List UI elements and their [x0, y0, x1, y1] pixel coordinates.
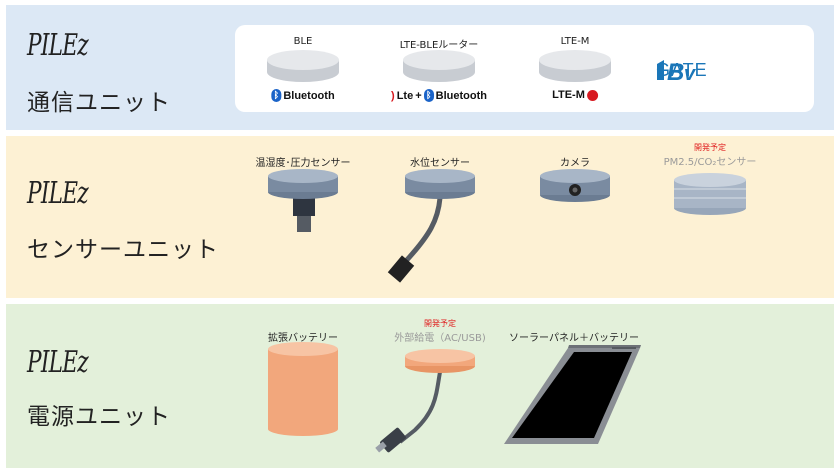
bluetooth-badge-text: Bluetooth: [283, 89, 335, 102]
ble-device-image: [267, 50, 339, 82]
pm25-co2-sensor-image: [674, 173, 746, 215]
sensor-unit-band: [6, 136, 834, 298]
power-unit-title: 電源ユニット: [27, 404, 171, 430]
lte-bluetooth-badge: ) Lte + ᛒ Bluetooth: [391, 89, 487, 102]
pm25-dev-tag: 開発予定: [694, 143, 726, 152]
camera-image: [540, 169, 610, 202]
lte-ble-router-image: [403, 50, 475, 82]
temp-humidity-pressure-sensor-image: [268, 169, 338, 232]
lte-m-logo-icon: [586, 89, 598, 101]
water-level-sensor-image: [387, 169, 475, 283]
pilez-logo-comm: PILEz: [27, 28, 89, 63]
lte-m-label: LTE-M: [560, 36, 590, 47]
extended-battery-image: [268, 342, 338, 436]
external-power-label: 外部給電（AC/USB): [394, 333, 486, 344]
lte-m-device-image: [539, 50, 611, 82]
pilez-logo-power: PILEz: [27, 345, 89, 380]
bluetooth-icon: ᛒ: [271, 89, 282, 102]
plus-sign: +: [415, 89, 422, 102]
bluetooth-badge-text: Bluetooth: [435, 89, 487, 102]
external-power-dev-tag: 開発予定: [424, 319, 456, 328]
lte-badge-text: Lte: [396, 89, 414, 102]
lte-ble-router-label: LTE-BLEルーター: [399, 40, 479, 51]
pilez-logo-sensor: PILEz: [27, 176, 89, 211]
power-unit-band: [6, 304, 834, 468]
svg-text:v: v: [684, 63, 697, 85]
extended-battery-label: 拡張バッテリー: [268, 333, 338, 344]
sensor-unit-title: センサーユニット: [27, 237, 219, 263]
water-level-sensor-label: 水位センサー: [410, 158, 470, 169]
solar-panel-image: [504, 345, 641, 444]
bluetooth-badge: ᛒ Bluetooth: [271, 89, 335, 102]
solar-panel-label: ソーラーパネル＋バッテリー: [509, 333, 639, 344]
temp-sensor-label: 温湿度･圧力センサー: [255, 158, 351, 169]
external-power-image: [375, 349, 475, 453]
lte-logo-icon: ): [391, 89, 395, 102]
ble-label: BLE: [293, 36, 313, 47]
bv-gate-logo-mark: B v: [657, 59, 697, 86]
lte-m-badge: LTE-M: [552, 89, 598, 101]
lte-m-badge-text: LTE-M: [552, 89, 585, 101]
bv-gate-brand-text: GATE: [656, 60, 708, 80]
comm-unit-title: 通信ユニット: [27, 90, 171, 116]
bluetooth-icon: ᛒ: [423, 89, 434, 102]
svg-text:B: B: [667, 59, 684, 86]
pm25-co2-sensor-label: PM2.5/CO₂センサー: [663, 157, 757, 168]
camera-label: カメラ: [560, 158, 590, 169]
